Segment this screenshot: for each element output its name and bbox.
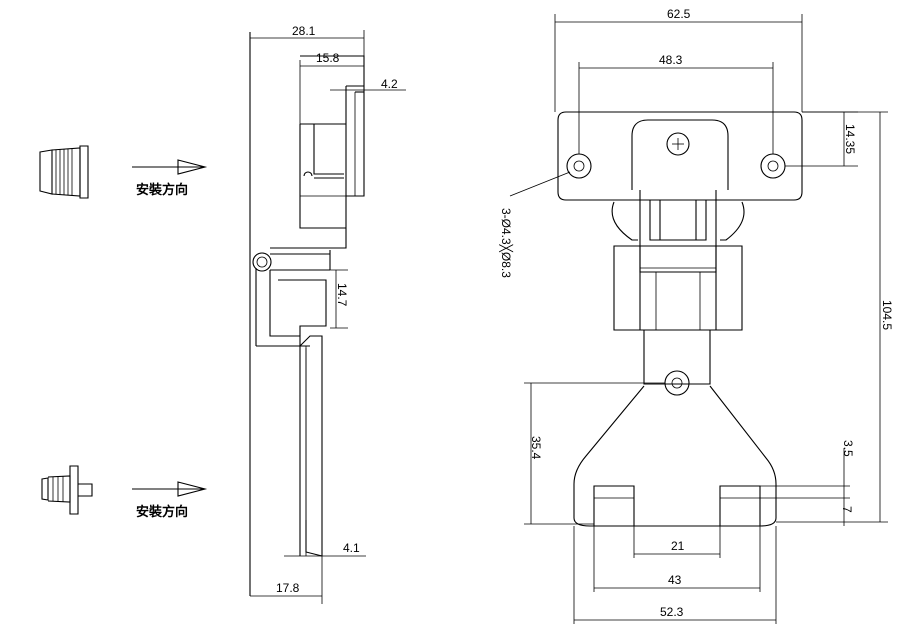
dimension-front-hole-offset: 14.35: [785, 111, 858, 167]
svg-text:48.3: 48.3: [659, 53, 683, 67]
svg-text:17.8: 17.8: [276, 581, 300, 595]
dimension-side-overall-width: 28.1: [250, 24, 365, 56]
dowel-part-top: [39, 145, 89, 199]
svg-text:3.5: 3.5: [841, 440, 855, 457]
dimension-front-base-width: 52.3: [573, 526, 777, 624]
svg-text:14.35: 14.35: [843, 124, 857, 154]
svg-text:43: 43: [668, 573, 682, 587]
svg-text:35.4: 35.4: [529, 436, 543, 460]
dimension-front-pivot-height: 35.4: [524, 382, 665, 525]
dimension-front-holes-spec: 3-Ø4.3╳Ø8.3: [499, 171, 571, 278]
install-direction-label-top: 安裝方向: [136, 182, 188, 198]
svg-text:7: 7: [840, 506, 854, 513]
svg-text:14.7: 14.7: [335, 283, 349, 307]
dimension-front-slot-depth: 7: [840, 498, 854, 526]
hinge-front-view: [557, 111, 803, 527]
dimension-front-hole-spacing: 48.3: [578, 53, 774, 154]
dimension-side-arm-height: 14.7: [330, 269, 349, 329]
svg-text:4.2: 4.2: [381, 77, 398, 91]
svg-text:28.1: 28.1: [292, 24, 316, 38]
svg-text:3-Ø4.3╳Ø8.3: 3-Ø4.3╳Ø8.3: [499, 208, 514, 278]
install-direction-arrow-bottom: [132, 481, 208, 497]
dimension-side-plate-thickness: 4.1: [284, 541, 366, 557]
dowel-part-bottom: [41, 465, 93, 515]
install-direction-arrow-top: [132, 159, 208, 175]
dimension-front-overall-width: 62.5: [554, 7, 803, 112]
svg-text:4.1: 4.1: [343, 541, 360, 555]
install-direction-label-bottom: 安裝方向: [136, 504, 188, 520]
dimension-front-slot-outer: 43: [593, 526, 761, 592]
dimension-front-overall-height: 104.5: [776, 111, 894, 523]
svg-text:52.3: 52.3: [660, 605, 684, 619]
dimension-side-base-width: 17.8: [250, 556, 323, 604]
svg-text:62.5: 62.5: [667, 7, 691, 21]
svg-text:21: 21: [671, 539, 685, 553]
dimension-front-slot-top: 3.5: [760, 440, 855, 499]
hinge-side-view: [249, 32, 365, 596]
dimension-front-slot-gap: 21: [633, 526, 721, 558]
svg-text:104.5: 104.5: [880, 300, 894, 330]
dimension-side-flange-offset: 4.2: [330, 77, 406, 91]
svg-text:15.8: 15.8: [316, 51, 340, 65]
dimension-side-cup-depth: 15.8: [299, 51, 364, 124]
